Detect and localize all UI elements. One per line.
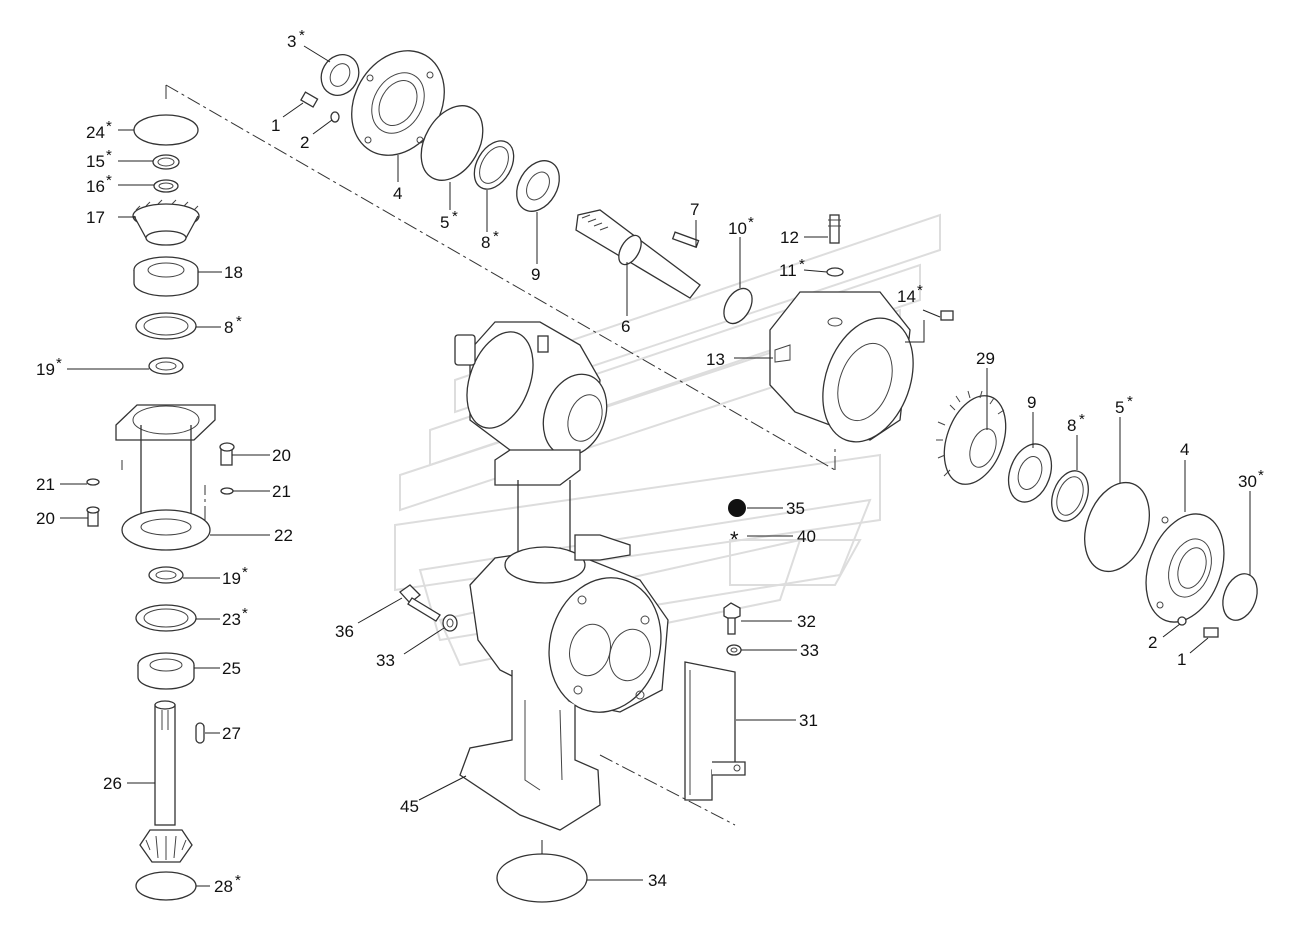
legend-star-symbol: * <box>730 527 739 552</box>
callout-1-right: 1 <box>1177 650 1186 669</box>
svg-text:*: * <box>236 313 242 330</box>
callout-21-left: 21 <box>36 475 55 494</box>
callout-4-top: 4 <box>393 184 402 203</box>
gear-29 <box>936 390 1007 485</box>
central-gearbox-45 <box>454 321 669 831</box>
o-ring-34 <box>496 853 588 903</box>
legend-dot-icon <box>728 499 746 517</box>
svg-text:*: * <box>452 208 458 225</box>
o-ring-24 <box>133 114 199 146</box>
shaft-6 <box>575 209 701 299</box>
bearing-25 <box>137 652 195 690</box>
callout-26: 26 <box>103 774 122 793</box>
svg-text:*: * <box>242 564 248 581</box>
callout-45: 45 <box>400 797 419 816</box>
callout-15: 15 <box>86 152 105 171</box>
callout-9-right: 9 <box>1027 393 1036 412</box>
top-shaft-assembly <box>300 50 954 325</box>
svg-text:*: * <box>1258 467 1264 484</box>
callout-36: 36 <box>335 622 354 641</box>
svg-text:*: * <box>106 147 112 164</box>
svg-text:*: * <box>235 872 241 889</box>
callout-16: 16 <box>86 177 105 196</box>
callout-6: 6 <box>621 317 630 336</box>
callout-5-top: 5 <box>440 213 449 232</box>
svg-text:*: * <box>1127 393 1133 410</box>
callout-19-bottom: 19 <box>222 569 241 588</box>
svg-text:*: * <box>917 282 923 299</box>
callout-8-left: 8 <box>224 318 233 337</box>
callout-11: 11 <box>779 261 797 280</box>
housing-13 <box>769 291 914 443</box>
callout-33-right: 33 <box>800 641 819 660</box>
callout-32: 32 <box>797 612 816 631</box>
bearing-9-top <box>516 160 560 212</box>
callout-20-left: 20 <box>36 509 55 528</box>
svg-text:*: * <box>748 214 754 231</box>
svg-text:*: * <box>493 228 499 245</box>
flange-cover-4-right <box>1145 513 1225 623</box>
bolts-and-washers <box>399 584 742 656</box>
callout-28: 28 <box>214 877 233 896</box>
svg-text:*: * <box>106 118 112 135</box>
leader-lines <box>60 45 1251 887</box>
left-shaft-stack <box>86 114 235 901</box>
callout-22: 22 <box>274 526 293 545</box>
assembly-lines <box>121 84 836 826</box>
callout-19-top: 19 <box>36 360 55 379</box>
callout-2-right: 2 <box>1148 633 1157 652</box>
callout-23: 23 <box>222 610 241 629</box>
callout-17: 17 <box>86 208 105 227</box>
callout-12: 12 <box>780 228 799 247</box>
callout-27: 27 <box>222 724 241 743</box>
callout-2-top: 2 <box>300 133 309 152</box>
callout-30: 30 <box>1238 472 1257 491</box>
guard-plate-31 <box>684 661 746 801</box>
svg-text:*: * <box>799 256 805 273</box>
callout-18: 18 <box>224 263 243 282</box>
callout-10: 10 <box>728 219 747 238</box>
callout-33-left: 33 <box>376 651 395 670</box>
legend-star-label: 40 <box>797 527 816 546</box>
callout-13: 13 <box>706 350 725 369</box>
bevel-gear-17 <box>132 199 200 246</box>
svg-text:*: * <box>106 172 112 189</box>
callouts: 3* 1 2 4 5* 8* 9 6 7 10* 12 11* 14* 13 2… <box>36 27 1264 896</box>
bolt-20-right <box>219 442 235 466</box>
callout-1-top: 1 <box>271 116 280 135</box>
callout-14: 14 <box>897 287 916 306</box>
callout-31: 31 <box>799 711 818 730</box>
callout-7: 7 <box>690 200 699 219</box>
callout-4-right: 4 <box>1180 440 1189 459</box>
svg-text:*: * <box>299 27 305 44</box>
svg-text:*: * <box>242 605 248 622</box>
callout-5-right: 5 <box>1115 398 1124 417</box>
callout-24: 24 <box>86 123 105 142</box>
callout-8-top: 8 <box>481 233 490 252</box>
bearing-18 <box>133 256 199 297</box>
callout-3: 3 <box>287 32 296 51</box>
callout-8-right: 8 <box>1067 416 1076 435</box>
callout-25: 25 <box>222 659 241 678</box>
bolt-20-left <box>86 506 100 527</box>
callout-29: 29 <box>976 349 995 368</box>
column-housing-22 <box>115 404 216 551</box>
callout-9-top: 9 <box>531 265 540 284</box>
right-side-parts <box>936 390 1258 638</box>
callout-21-right: 21 <box>272 482 291 501</box>
shaft-26 <box>139 700 193 863</box>
flange-cover-4 <box>351 50 445 156</box>
legend-dot-label: 35 <box>786 499 805 518</box>
callout-34: 34 <box>648 871 667 890</box>
svg-text:*: * <box>1079 411 1085 428</box>
svg-text:*: * <box>56 355 62 372</box>
callout-20-right: 20 <box>272 446 291 465</box>
